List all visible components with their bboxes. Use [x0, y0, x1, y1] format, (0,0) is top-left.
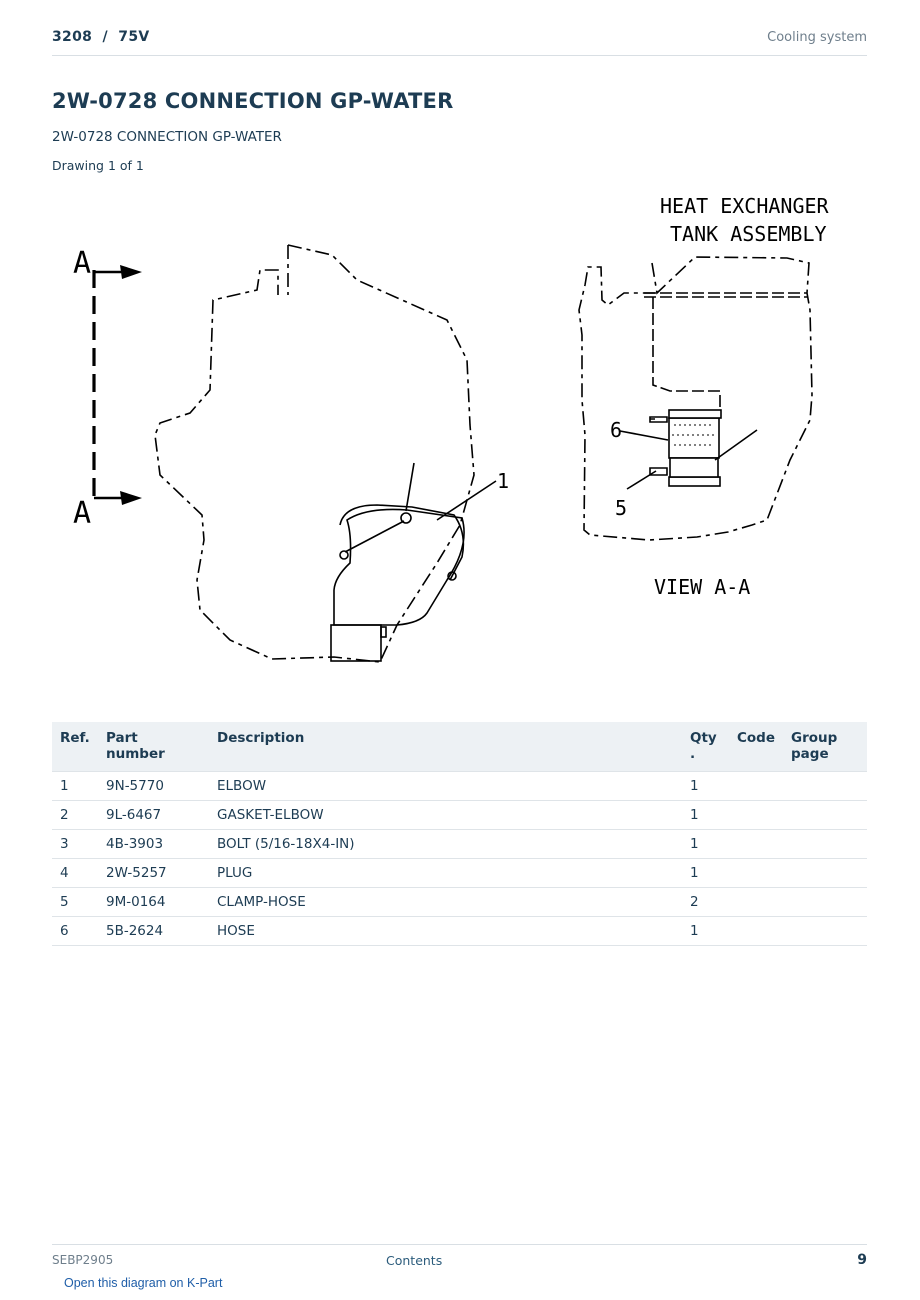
- cell-group-page: [783, 858, 867, 888]
- tank-inner-top: [644, 292, 807, 298]
- clamp-bottom: [668, 476, 721, 487]
- arrowhead-top: [120, 265, 142, 279]
- cell-group-page: [783, 916, 867, 946]
- cell-code: [729, 800, 784, 830]
- cell-code: [729, 916, 784, 946]
- col-description: Description: [209, 722, 682, 772]
- kpart-link[interactable]: Open this diagram on K-Part: [64, 1276, 223, 1290]
- clamp-screw-top: [649, 416, 668, 423]
- cell-ref: 5: [52, 887, 98, 917]
- col-group-page: Group page: [783, 722, 867, 772]
- arrowhead-bottom: [120, 491, 142, 505]
- cell-qty: 1: [682, 771, 729, 801]
- drawing-count: Drawing 1 of 1: [52, 158, 144, 173]
- cell-description: PLUG: [209, 858, 682, 888]
- cell-part-number: 9N-5770: [98, 771, 209, 801]
- cell-ref: 3: [52, 829, 98, 859]
- col-qty: Qty .: [682, 722, 729, 772]
- leader-5: [626, 470, 657, 490]
- page-number: 9: [857, 1252, 867, 1268]
- header-model: 3208 / 75V: [52, 29, 150, 45]
- callout-5: 5: [615, 496, 627, 520]
- col-code: Code: [729, 722, 784, 772]
- table-row: 4 2W-5257 PLUG 1: [52, 858, 867, 888]
- cell-group-page: [783, 887, 867, 917]
- header-rule: [52, 55, 867, 56]
- table-header-row: Ref. Part number Description Qty . Code …: [52, 722, 867, 772]
- cell-qty: 1: [682, 858, 729, 888]
- cell-part-number: 9L-6467: [98, 800, 209, 830]
- cell-part-number: 9M-0164: [98, 887, 209, 917]
- footer-rule: [52, 1244, 867, 1245]
- bolt-hole-top: [400, 512, 412, 524]
- table-row: 3 4B-3903 BOLT (5/16-18X4-IN) 1: [52, 829, 867, 859]
- clamp-screw-bottom: [649, 467, 668, 476]
- footer-doc-id: SEBP2905: [52, 1253, 114, 1267]
- tank-outline: [578, 256, 813, 541]
- elbow-plug: [380, 626, 387, 638]
- elbow-body: [333, 508, 465, 626]
- label-tank-assembly: TANK ASSEMBLY: [670, 222, 827, 246]
- cell-part-number: 2W-5257: [98, 858, 209, 888]
- callout-1: 1: [497, 469, 509, 493]
- cell-ref: 6: [52, 916, 98, 946]
- cell-code: [729, 771, 784, 801]
- table-row: 6 5B-2624 HOSE 1: [52, 916, 867, 946]
- leader-6: [619, 430, 669, 441]
- col-ref: Ref.: [52, 722, 98, 772]
- header-section: Cooling system: [767, 30, 867, 45]
- label-heat-exchanger: HEAT EXCHANGER: [660, 194, 830, 218]
- cell-ref: 1: [52, 771, 98, 801]
- section-mark-bottom: A: [73, 496, 91, 531]
- leader-1-bolt: [405, 462, 415, 512]
- parts-diagram-svg: A A 1 6 5 HEAT EXCHANGER TANK ASSEMBLY V…: [73, 194, 830, 663]
- cell-group-page: [783, 800, 867, 830]
- cell-description: BOLT (5/16-18X4-IN): [209, 829, 682, 859]
- cell-code: [729, 887, 784, 917]
- cell-qty: 1: [682, 916, 729, 946]
- section-mark-top: A: [73, 246, 91, 281]
- table-row: 2 9L-6467 GASKET-ELBOW 1: [52, 800, 867, 830]
- table-row: 1 9N-5770 ELBOW 1: [52, 771, 867, 801]
- cell-code: [729, 829, 784, 859]
- cell-qty: 2: [682, 887, 729, 917]
- parts-table: Ref. Part number Description Qty . Code …: [52, 722, 867, 946]
- hose-hatch: [672, 424, 714, 446]
- elbow-outlet: [330, 624, 382, 662]
- page-subtitle: 2W-0728 CONNECTION GP-WATER: [52, 129, 282, 145]
- cell-description: CLAMP-HOSE: [209, 887, 682, 917]
- tank-inner-wall: [652, 297, 721, 407]
- leader-1-elbow: [344, 520, 405, 553]
- bolt-hole-left: [339, 550, 349, 560]
- cell-part-number: 4B-3903: [98, 829, 209, 859]
- leader-right: [714, 429, 758, 461]
- page-title: 2W-0728 CONNECTION GP-WATER: [52, 89, 454, 113]
- parts-diagram: A A 1 6 5 HEAT EXCHANGER TANK ASSEMBLY V…: [52, 185, 867, 685]
- cell-group-page: [783, 771, 867, 801]
- cell-part-number: 5B-2624: [98, 916, 209, 946]
- cell-description: ELBOW: [209, 771, 682, 801]
- bolt-hole-right: [447, 571, 457, 581]
- cell-ref: 2: [52, 800, 98, 830]
- cell-description: GASKET-ELBOW: [209, 800, 682, 830]
- elbow-gasket: [339, 504, 465, 581]
- contents-link[interactable]: Contents: [386, 1253, 443, 1268]
- tank-fitting: [669, 457, 719, 478]
- cell-qty: 1: [682, 829, 729, 859]
- cell-description: HOSE: [209, 916, 682, 946]
- cell-code: [729, 858, 784, 888]
- cell-group-page: [783, 829, 867, 859]
- callout-6: 6: [610, 418, 622, 442]
- hose-body: [668, 417, 720, 459]
- cell-qty: 1: [682, 800, 729, 830]
- clamp-top: [668, 409, 722, 419]
- housing-outline: [154, 244, 475, 663]
- label-view: VIEW A-A: [654, 575, 750, 599]
- table-row: 5 9M-0164 CLAMP-HOSE 2: [52, 887, 867, 917]
- leader-1-gasket: [436, 480, 497, 521]
- cell-ref: 4: [52, 858, 98, 888]
- col-part-number: Part number: [98, 722, 209, 772]
